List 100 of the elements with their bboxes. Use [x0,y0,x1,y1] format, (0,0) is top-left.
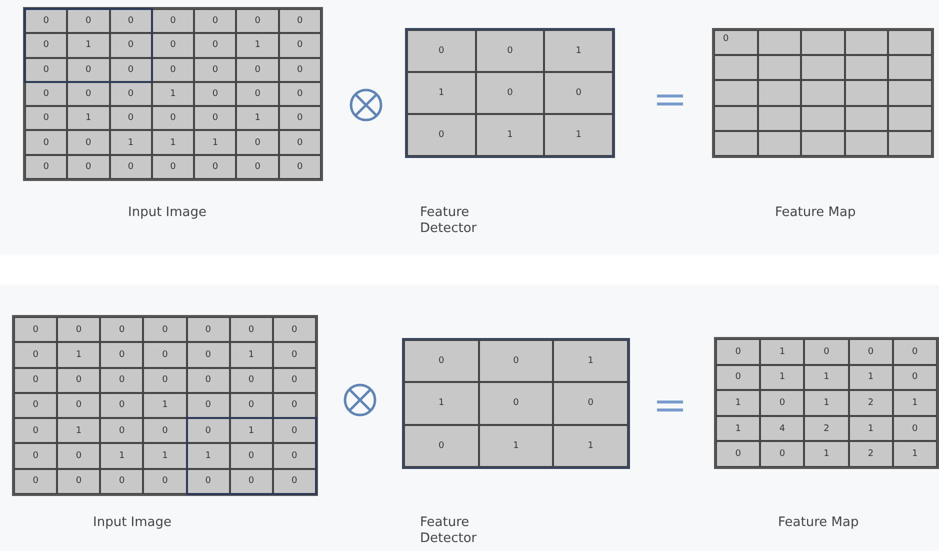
grid-cell: 1 [230,342,273,368]
grid-cell: 0 [478,382,554,425]
grid-cell: 0 [544,72,613,114]
grid-caption: Input Image [93,515,173,531]
grid-cell: 0 [236,82,279,106]
number-grid [402,338,630,469]
grid-cell: 0 [152,58,194,82]
grid-cell: 0 [272,317,316,342]
grid-cell: 1 [848,416,893,442]
grid-cell: 0 [716,364,760,390]
grid-cell: 2 [804,416,849,442]
grid-cell: 0 [407,114,476,156]
grid-cell: 0 [143,368,187,393]
grid-cell: 0 [716,339,760,365]
grid-cell: 1 [760,339,804,365]
grid-cell: 1 [143,443,187,469]
grid-cell: 0 [230,443,273,469]
number-grid [405,28,615,158]
grid-cell: 0 [760,390,804,416]
grid-cell: 0 [230,368,273,393]
grid-cell: 0 [143,342,187,368]
number-grid [23,7,323,181]
grid-cell: 0 [476,72,544,114]
grid-cell: 0 [194,33,236,58]
grid-cell: 0 [272,368,316,393]
grid-cell: 1 [110,130,152,155]
grid-cell: 0 [110,82,152,106]
grid-cell: 0 [194,58,236,82]
grid-cell: 0 [57,392,100,418]
grid-cell: 1 [236,106,279,130]
grid-cell: 0 [892,364,937,390]
grid-cell: 0 [278,106,321,130]
grid-cell: 2 [848,390,893,416]
grid-cell: 0 [14,468,58,494]
grid-cell: 0 [278,154,321,179]
grid-caption: Feature Detector [420,515,478,547]
grid-cell: 0 [186,317,230,342]
grid-cell: 1 [716,390,760,416]
grid-cell: 0 [194,154,236,179]
grid-cell: 1 [804,364,849,390]
grid-cell: 0 [476,30,544,72]
grid-cell: 0 [236,154,279,179]
grid-cell: 1 [100,443,144,469]
grid-cell: 0 [186,342,230,368]
grid-cell: 0 [67,130,110,155]
grid-cell: 0 [25,82,68,106]
grid-cell: 1 [407,72,476,114]
grid-cell: 1 [553,424,628,467]
grid-cell: 0 [278,130,321,155]
grid-cell: 2 [848,441,893,467]
grid-cell: 0 [404,340,479,382]
grid-cell: 1 [716,416,760,442]
grid-cell: 0 [186,368,230,393]
grid-cell: 0 [272,392,316,418]
grid-caption: Feature Map [775,205,857,221]
grid-cell: 1 [67,33,110,58]
grid-cell: 0 [143,418,187,444]
grid-cell: 0 [230,392,273,418]
grid-cell: 0 [892,339,937,365]
grid-cell: 1 [152,82,194,106]
grid-cell: 0 [25,130,68,155]
grid-cell: 0 [100,392,144,418]
grid-cell: 0 [57,468,100,494]
grid-cell: 0 [100,317,144,342]
grid-cell: 0 [14,443,58,469]
grid-cell: 1 [892,441,937,467]
grid-caption: Input Image [128,205,208,221]
grid-cell: 0 [478,340,554,382]
grid-cell: 0 [25,154,68,179]
grid-cell: 0 [892,416,937,442]
grid-cell: 1 [544,30,613,72]
grid-cell: 0 [278,33,321,58]
grid-cell: 1 [57,342,100,368]
grid-cell: 0 [236,58,279,82]
grid-cell: 0 [57,368,100,393]
grid-cell: 0 [57,317,100,342]
grid-cell: 1 [804,441,849,467]
grid-cell: 0 [57,443,100,469]
grid-cell: 1 [194,130,236,155]
grid-cell: 1 [404,382,479,425]
number-grid [714,337,939,469]
grid-cell: 1 [57,418,100,444]
grid-cell: 0 [407,30,476,72]
grid-cell: 1 [848,364,893,390]
grid-cell: 1 [152,130,194,155]
grid-cell: 0 [278,9,321,34]
grid-cell: 0 [100,368,144,393]
grid-cell: 0 [230,317,273,342]
number-grid [712,28,934,158]
grid-cell: 1 [553,340,628,382]
grid-cell: 0 [14,342,58,368]
grid-cell: 0 [553,382,628,425]
grid-cell: 4 [760,416,804,442]
grid-cell: 0 [14,368,58,393]
grid-cell: 0 [714,30,758,56]
number-grid [12,315,318,496]
grid-cell: 0 [236,9,279,34]
grid-cell: 0 [194,9,236,34]
grid-cell: 0 [67,154,110,179]
grid-cell: 1 [476,114,544,156]
